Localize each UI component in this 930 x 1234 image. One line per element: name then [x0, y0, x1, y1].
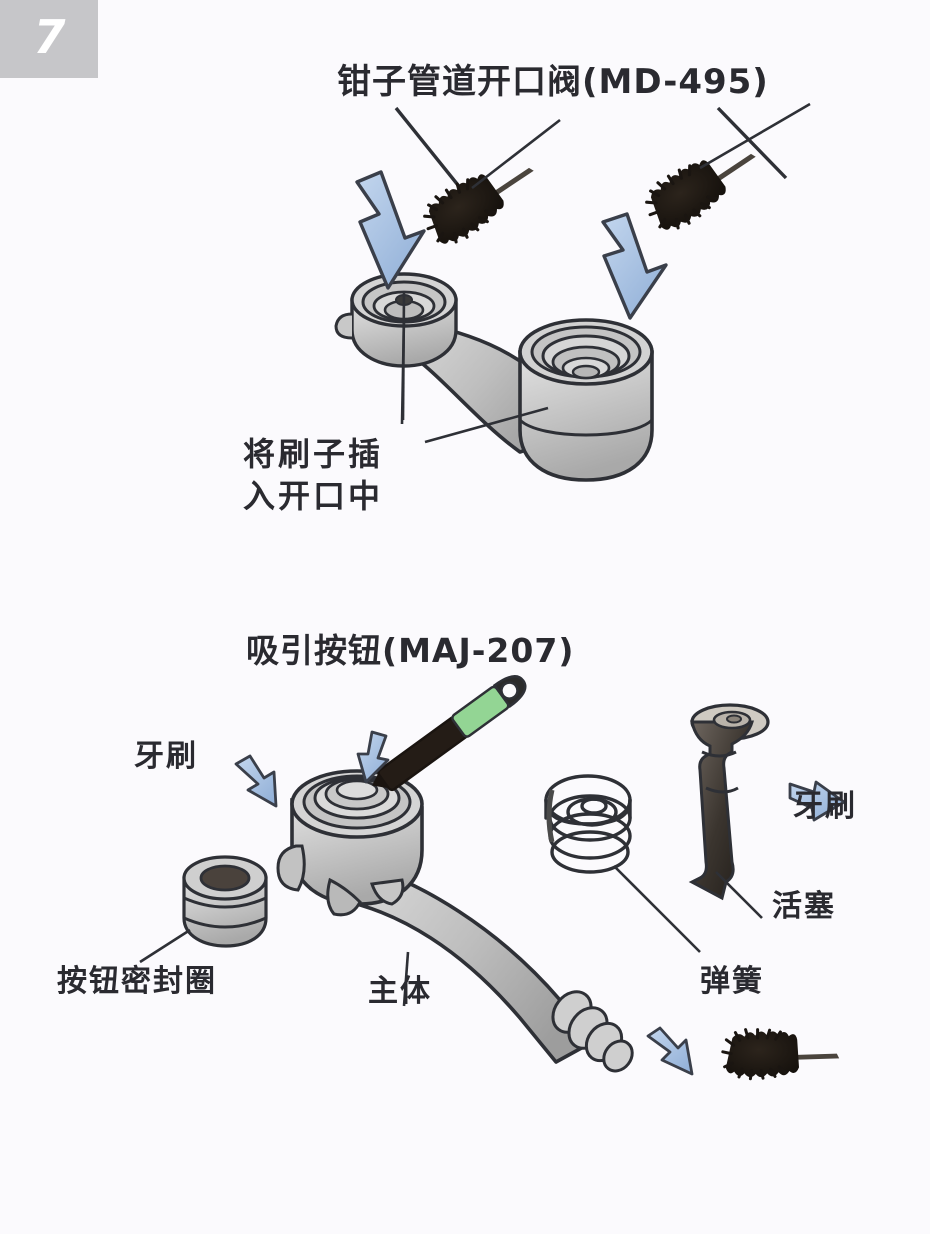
section-title-suction-button: 吸引按钮(MAJ-207) — [246, 631, 575, 670]
part-label-toothbrush-right: 牙刷 — [793, 789, 857, 824]
part-label-main-body: 主体 — [368, 974, 432, 1009]
part-label-piston: 活塞 — [772, 889, 836, 924]
arrow-icon-bottom-tip — [646, 1026, 694, 1076]
toothbrush-icon-top — [371, 675, 527, 792]
insert-caption-leader-lines — [400, 317, 549, 444]
page-number-badge: 7 — [0, 0, 98, 78]
down-arrow-icon-left — [355, 170, 426, 290]
page-number: 7 — [33, 10, 65, 64]
brush-wire-lines — [401, 102, 811, 421]
suction-main-body — [276, 769, 634, 1073]
caption-insert-brush: 将刷子插 入开口中 — [243, 435, 384, 515]
piston-icon — [688, 703, 770, 919]
coil-spring-icon — [544, 774, 701, 953]
valve-assembly-illustration — [334, 102, 811, 482]
part-label-spring: 弹簧 — [700, 964, 764, 999]
cleaning-brush-icon-top-left — [414, 143, 547, 254]
valve-title-leader-lines — [394, 106, 788, 202]
arrow-icon-toothbrush-left — [234, 754, 278, 808]
arrow-icon-toothbrush-top — [356, 730, 390, 784]
part-label-button-seal-ring: 按钮密封圈 — [57, 964, 217, 999]
down-arrow-icon-right — [601, 212, 668, 320]
cleaning-brush-icon-top-right — [636, 129, 769, 240]
section-title-forceps-valve: 钳子管道开口阀(MD-495) — [337, 62, 769, 102]
valve-body — [334, 272, 654, 482]
cleaning-brush-icon-bottom — [721, 1028, 841, 1081]
part-label-toothbrush-left: 牙刷 — [134, 739, 198, 774]
suction-button-assembly-illustration — [139, 675, 846, 1081]
seal-ring-icon — [139, 855, 268, 964]
